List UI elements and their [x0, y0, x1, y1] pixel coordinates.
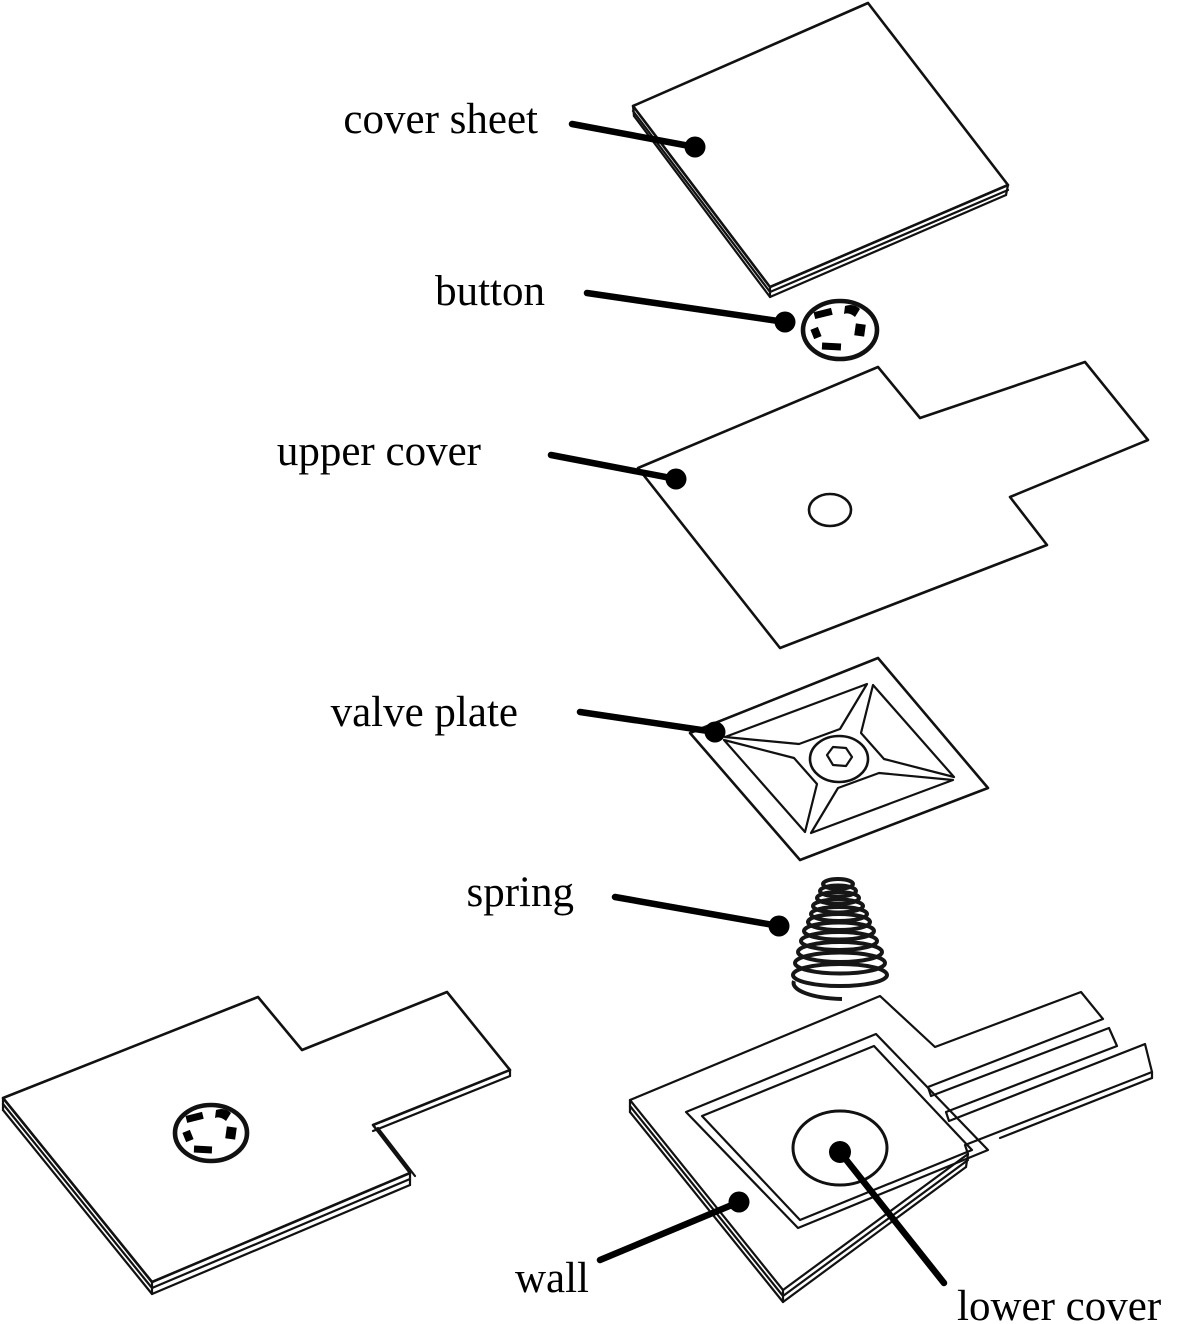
leader-cover-sheet [568, 120, 706, 158]
label-valve-plate: valve plate [331, 689, 518, 736]
label-lower-cover: lower cover [957, 1283, 1161, 1324]
leader-upper-cover [547, 451, 687, 490]
label-cover-sheet: cover sheet [343, 96, 538, 143]
label-button: button [435, 268, 545, 315]
button-part [800, 298, 880, 362]
leader-valve-plate [576, 708, 726, 743]
label-upper-cover: upper cover [277, 428, 481, 475]
valve-plate-part [688, 656, 990, 862]
cover-sheet-part [631, 1, 1010, 299]
leader-spring [611, 893, 790, 937]
upper-cover-part [636, 360, 1150, 650]
spring-part [791, 877, 889, 1001]
label-spring: spring [467, 869, 575, 916]
label-wall: wall [515, 1255, 589, 1302]
assembled-cover-part [1, 990, 512, 1296]
wall-part [684, 1032, 990, 1230]
leader-lower-cover [829, 1141, 948, 1287]
leader-button [583, 289, 796, 333]
lower-cover-part [628, 990, 1154, 1304]
leader-wall [596, 1191, 750, 1264]
